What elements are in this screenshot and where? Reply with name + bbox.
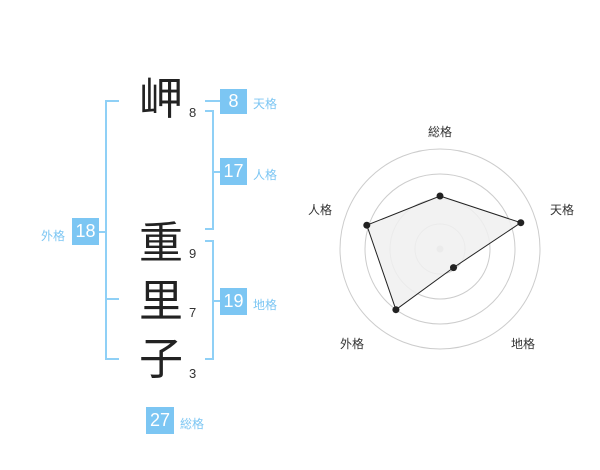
radar-axis-label-gaikaku: 外格 (340, 337, 365, 351)
gaikaku-value: 18 (72, 218, 99, 245)
jinkaku-value: 17 (220, 158, 247, 185)
chikaku-label: 地格 (253, 298, 278, 312)
tenkaku-value: 8 (220, 89, 247, 114)
jinkaku-bracket-bottom (205, 228, 214, 230)
chikaku-connector (212, 300, 220, 302)
jinkaku-bracket-top (205, 110, 214, 112)
radar-axis-label-jinkaku: 人格 (308, 203, 333, 217)
stroke-count-4: 3 (189, 366, 197, 381)
radar-shape (366, 195, 522, 311)
gaikaku-bracket-vertical (105, 100, 107, 360)
radar-ring (364, 173, 516, 325)
jinkaku-label: 人格 (253, 168, 278, 182)
jinkaku-connector (212, 171, 220, 173)
name-char-2: 重 (139, 218, 183, 269)
radar-axis-label-chikaku: 地格 (511, 337, 536, 351)
name-char-4: 子 (139, 334, 183, 385)
name-char-1: 岬 (139, 74, 183, 125)
radar-point-1 (436, 192, 444, 200)
radar-point-3 (450, 264, 457, 272)
stroke-count-3: 7 (189, 305, 197, 320)
radar-ring (339, 148, 541, 350)
radar-point-4 (392, 306, 400, 314)
gaikaku-bracket-connector (97, 231, 107, 233)
radar-axis-label-soukaku: 総格 (428, 125, 453, 139)
radar-point-5 (363, 221, 371, 229)
gaikaku-label: 外格 (41, 229, 66, 243)
soukaku-value: 27 (146, 407, 174, 434)
chikaku-value: 19 (220, 288, 247, 315)
chikaku-bracket-bottom (205, 358, 214, 360)
radar-axis-label-tenkaku: 天格 (550, 203, 575, 217)
tenkaku-label: 天格 (253, 97, 278, 111)
name-char-3: 里 (139, 276, 183, 327)
gaikaku-bracket-mid (105, 298, 119, 300)
stroke-count-2: 9 (189, 246, 197, 261)
stroke-count-1: 8 (189, 105, 197, 120)
chikaku-bracket-top (205, 240, 214, 242)
jinkaku-bracket-vertical (212, 110, 214, 230)
gaikaku-bracket-bottom (105, 358, 119, 360)
gaikaku-bracket-top (105, 100, 119, 102)
soukaku-label: 総格 (180, 417, 205, 431)
tenkaku-connector (205, 100, 220, 102)
radar-point-2 (517, 219, 525, 227)
